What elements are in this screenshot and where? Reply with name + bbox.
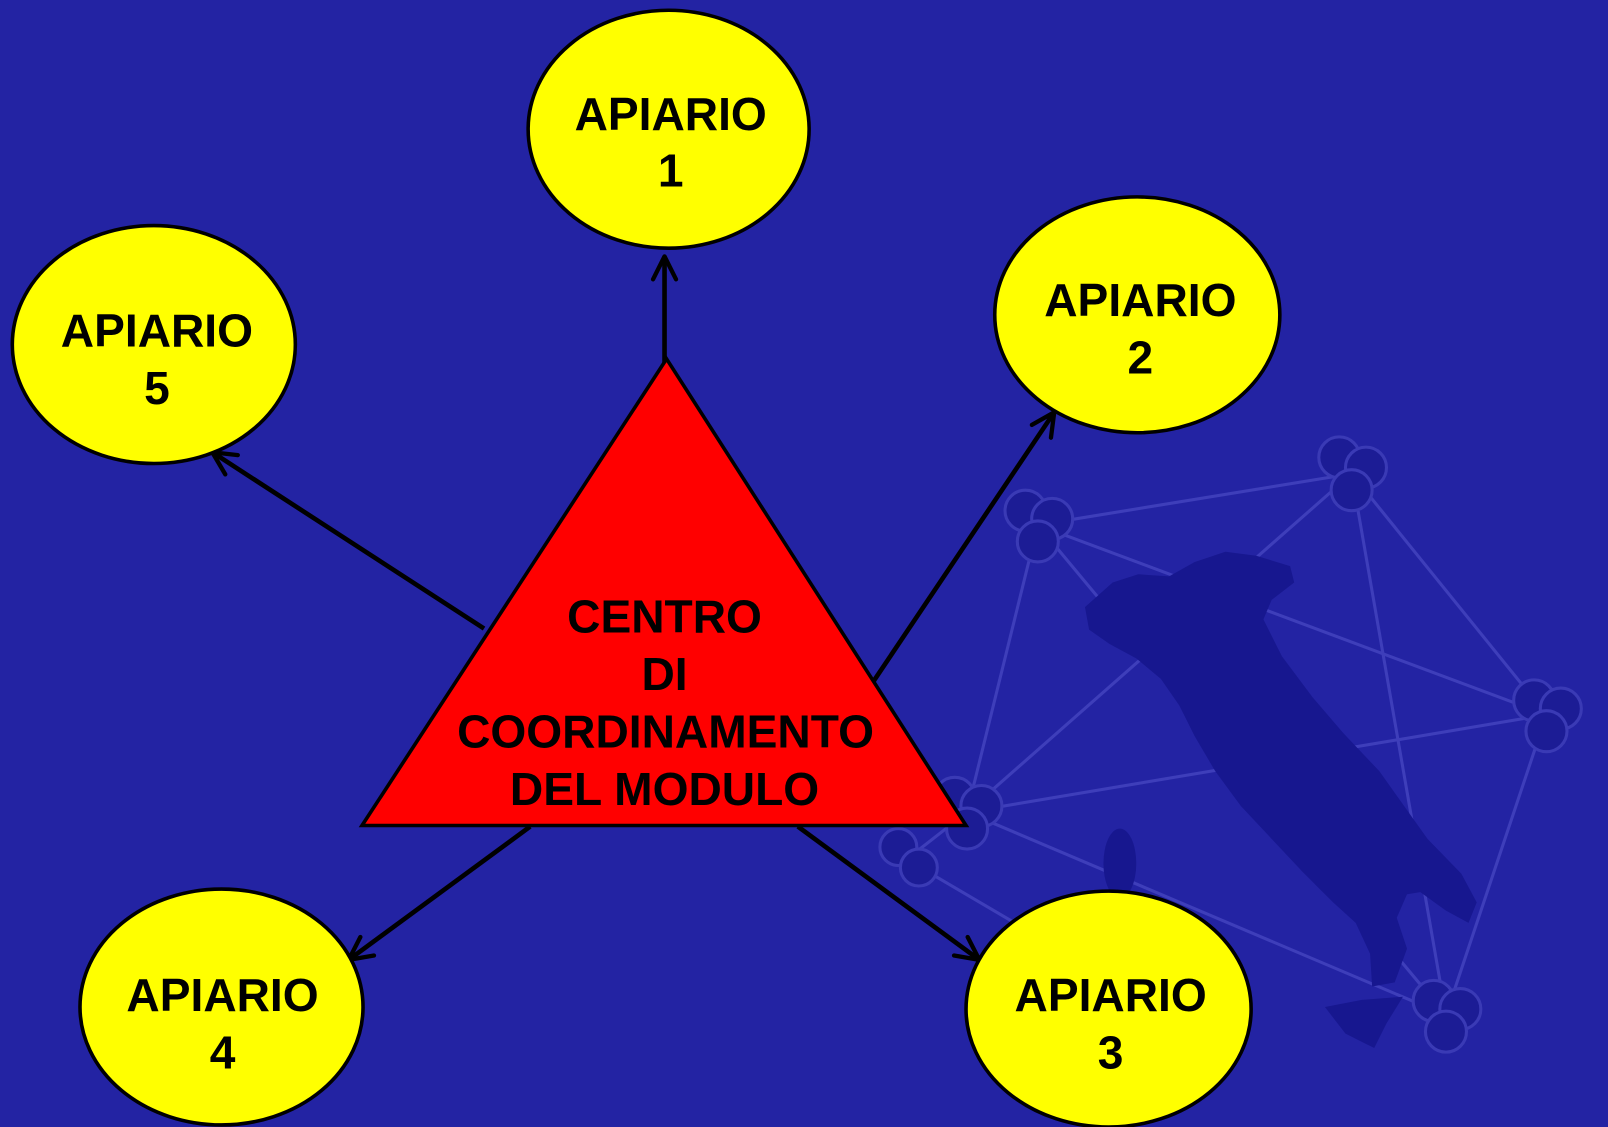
watermark-node (1003, 488, 1075, 564)
node-apiario-3: APIARIO 3 (964, 889, 1253, 1127)
watermark-node (1317, 435, 1389, 513)
watermark-link (965, 524, 1040, 813)
watermark-italy-map (1084, 551, 1477, 1049)
watermark-node (1512, 678, 1583, 754)
watermark-nodes (878, 435, 1583, 1054)
watermark-sardinia (1103, 828, 1137, 899)
apiario-4-ellipse (78, 887, 365, 1127)
watermark-link (1444, 714, 1548, 1016)
apiario-5-label: APIARIO (61, 305, 253, 357)
watermark-peninsula (1084, 551, 1477, 987)
center-triangle (358, 355, 970, 828)
apiario-4-label: APIARIO (126, 969, 318, 1021)
center-label-line-1: CENTRO (567, 591, 762, 643)
node-apiario-2: APIARIO 2 (992, 195, 1282, 435)
center-label-line-4: DEL MODULO (510, 763, 819, 815)
center-node: CENTRO DI COORDINAMENTO DEL MODULO (358, 355, 970, 828)
arrow-to-apiario-3 (796, 824, 982, 963)
watermark-link (1350, 473, 1448, 1016)
arrow-to-apiario-4 (346, 824, 532, 963)
node-apiario-1: APIARIO 1 (526, 8, 811, 250)
apiario-1-number: 1 (658, 145, 684, 197)
apiario-1-ellipse (526, 8, 811, 250)
apiario-5-ellipse (10, 223, 298, 466)
arrows (210, 254, 1057, 963)
center-label-line-3: COORDINAMENTO (457, 706, 874, 758)
arrow-to-apiario-5 (210, 450, 486, 631)
watermark-sicily (1324, 996, 1403, 1049)
apiario-3-ellipse (964, 889, 1253, 1127)
watermark-node (878, 827, 939, 888)
apiario-4-number: 4 (210, 1027, 236, 1079)
apiario-1-label: APIARIO (575, 88, 767, 140)
watermark-link (1037, 472, 1352, 527)
center-label-line-2: DI (641, 648, 687, 700)
apiario-5-number: 5 (144, 362, 170, 414)
apiario-2-ellipse (992, 195, 1282, 435)
apiario-2-label: APIARIO (1044, 274, 1236, 326)
apiario-3-number: 3 (1098, 1027, 1124, 1079)
arrow-to-apiario-2 (871, 410, 1057, 683)
node-apiario-5: APIARIO 5 (10, 223, 298, 466)
node-apiario-4: APIARIO 4 (78, 887, 365, 1127)
apiario-3-label: APIARIO (1015, 969, 1207, 1021)
watermark-node (1411, 978, 1483, 1054)
watermark-link (1350, 472, 1548, 716)
italy-network-logo-icon (878, 435, 1583, 1054)
watermark-link (1037, 523, 1548, 717)
watermark-link (966, 810, 1447, 1017)
apiario-2-number: 2 (1128, 331, 1154, 383)
